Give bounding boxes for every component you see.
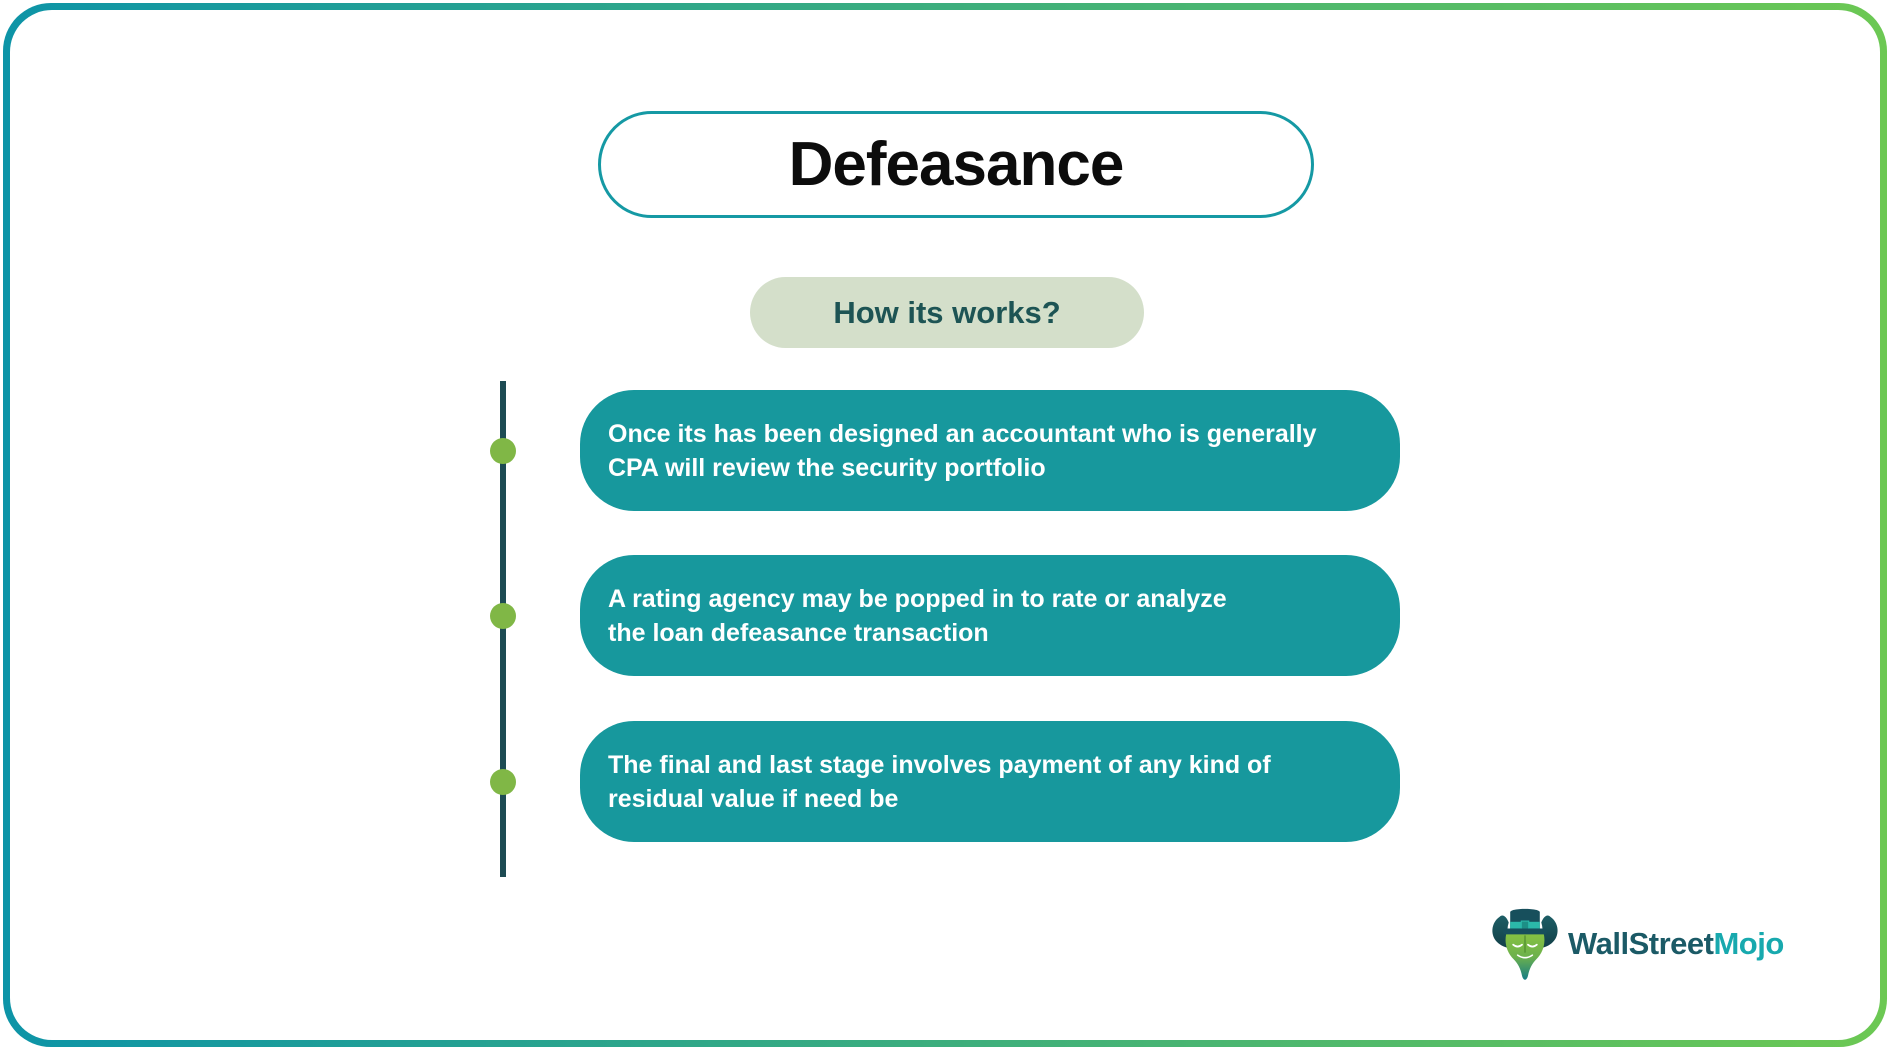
page-title: Defeasance: [788, 130, 1125, 199]
logo-text-mojo: Mojo: [1713, 926, 1784, 961]
step-text-1: Once its has been designed an accountant…: [608, 419, 1317, 482]
step-box-3: The final and last stage involves paymen…: [580, 721, 1400, 842]
step-box-1: Once its has been designed an accountant…: [580, 390, 1400, 511]
step-text-2: A rating agency may be popped in to rate…: [608, 584, 1227, 647]
subtitle-text: How its works?: [833, 294, 1061, 330]
bull-mascot-icon: [1492, 908, 1558, 980]
timeline-dot-3: [490, 769, 516, 795]
step-text-3: The final and last stage involves paymen…: [608, 750, 1271, 813]
title-pill: Defeasance: [598, 111, 1314, 218]
timeline-dot-1: [490, 438, 516, 464]
timeline-dot-2: [490, 603, 516, 629]
step-box-2: A rating agency may be popped in to rate…: [580, 555, 1400, 676]
logo-wordmark: WallStreetMojo: [1568, 926, 1784, 962]
logo-text-wallstreet: WallStreet: [1568, 926, 1714, 961]
timeline-line: [500, 381, 506, 877]
subtitle-badge: How its works?: [750, 277, 1144, 348]
wallstreetmojo-logo: WallStreetMojo: [1488, 903, 1784, 985]
